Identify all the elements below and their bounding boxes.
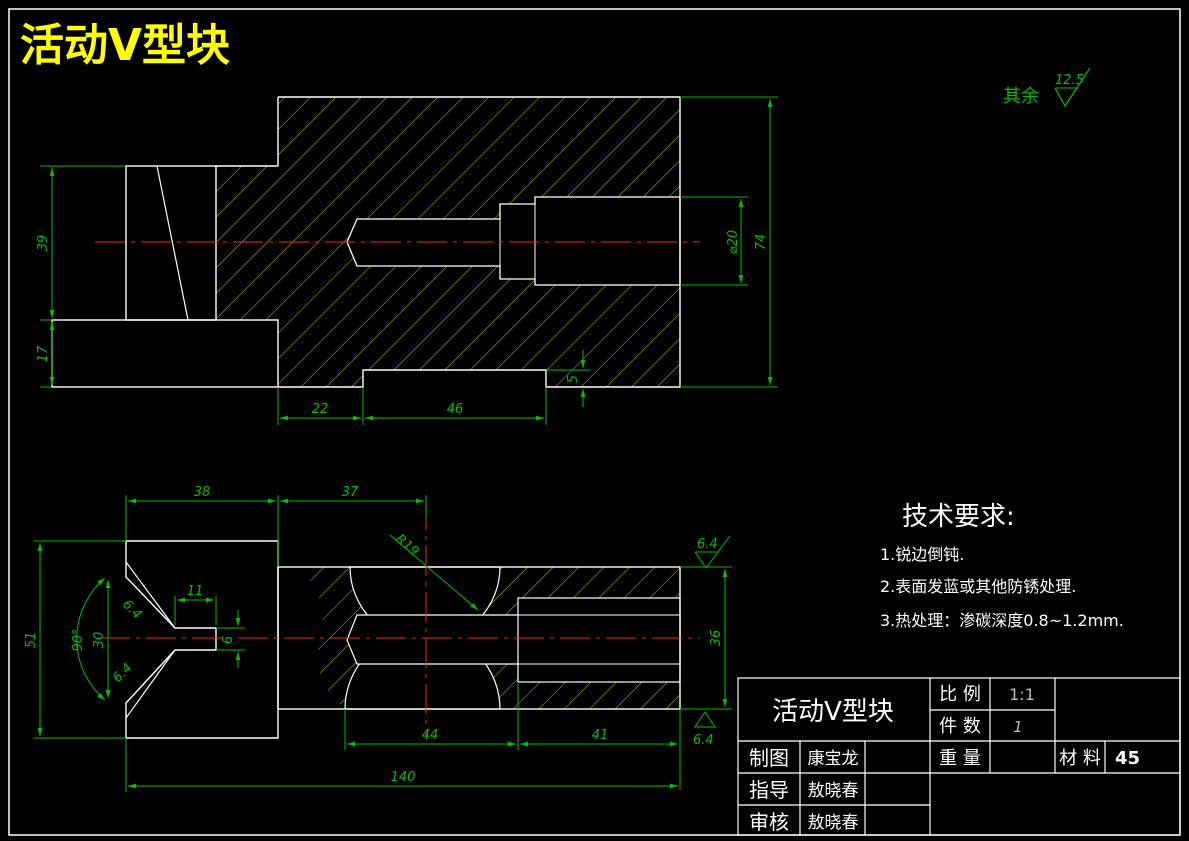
title-block <box>737 677 1181 836</box>
tb-part-name: 活动V型块 <box>772 697 894 727</box>
top-view: 38 37 R19 11 6 6.4 6.4 90° 30 51 <box>24 485 732 792</box>
dim-hole-dia: ⌀20 <box>726 230 741 254</box>
tb-check-name: 敖晓春 <box>808 813 859 833</box>
roughness-right: 6.4 <box>697 537 718 552</box>
dim-17: 17 <box>36 345 51 362</box>
dim-22: 22 <box>312 402 329 417</box>
drawing-frame <box>8 8 1181 836</box>
roughness-bottom: 6.4 <box>693 733 714 748</box>
tb-qty-label: 件 数 <box>939 716 981 737</box>
dim-74: 74 <box>754 234 769 251</box>
tb-scale-label: 比 例 <box>939 684 981 705</box>
dim-30: 30 <box>92 632 107 649</box>
dim-140: 140 <box>391 770 416 785</box>
requirement-2: 2.表面发蓝或其他防锈处理. <box>880 577 1076 596</box>
technical-requirements: 技术要求: 1.锐边倒钝. 2.表面发蓝或其他防锈处理. 3.热处理：渗碳深度0… <box>880 502 1124 630</box>
dim-6: 6 <box>221 636 236 644</box>
roughness-v-upper: 6.4 <box>119 597 144 622</box>
tb-material-label: 材 料 <box>1059 748 1101 769</box>
section-view: 39 17 22 46 5 ⌀20 74 <box>36 96 778 425</box>
requirement-3: 3.热处理：渗碳深度0.8~1.2mm. <box>880 611 1124 630</box>
dim-38: 38 <box>194 485 211 500</box>
dim-angle-90: 90° <box>71 628 86 651</box>
dim-41: 41 <box>592 728 609 743</box>
dim-46: 46 <box>447 402 464 417</box>
requirement-1: 1.锐边倒钝. <box>880 545 964 564</box>
dim-39: 39 <box>36 235 51 252</box>
requirements-heading: 技术要求: <box>902 502 1015 532</box>
tb-material-value: 45 <box>1115 748 1140 769</box>
dim-r19: R19 <box>392 532 421 560</box>
roughness-v-lower: 6.4 <box>110 661 135 686</box>
tb-drawn-label: 制图 <box>749 746 789 770</box>
roughness-default-value: 12.5 <box>1055 73 1084 88</box>
dim-11: 11 <box>187 584 204 599</box>
tb-guide-name: 敖晓春 <box>808 781 859 801</box>
tb-weight-label: 重 量 <box>939 748 981 769</box>
tb-scale-value: 1:1 <box>1009 685 1035 704</box>
dim-36: 36 <box>709 630 724 647</box>
dim-51: 51 <box>24 632 39 649</box>
dim-44: 44 <box>422 728 439 743</box>
dim-5: 5 <box>566 375 581 383</box>
tb-check-label: 审核 <box>749 810 789 834</box>
roughness-default: 其余 12.5 <box>1003 67 1091 108</box>
drawing-title: 活动V型块 <box>20 20 230 71</box>
tb-drawn-name: 康宝龙 <box>808 749 859 769</box>
roughness-label: 其余 <box>1003 86 1039 107</box>
dim-37: 37 <box>342 485 359 500</box>
tb-guide-label: 指导 <box>749 778 789 802</box>
tb-qty-value: 1 <box>1013 718 1023 736</box>
